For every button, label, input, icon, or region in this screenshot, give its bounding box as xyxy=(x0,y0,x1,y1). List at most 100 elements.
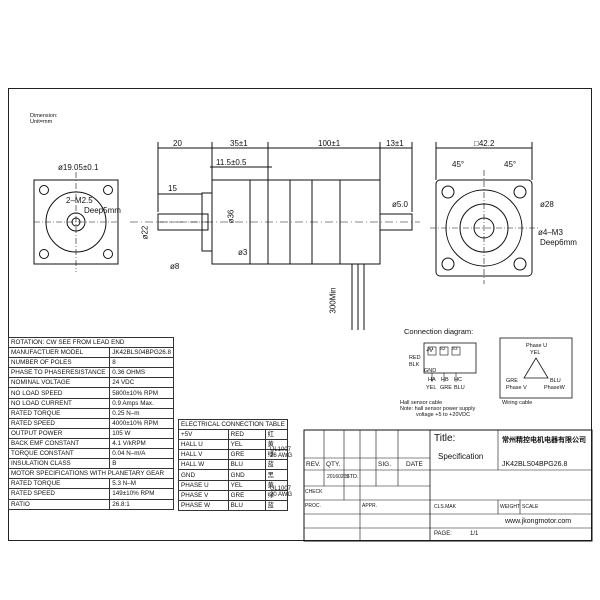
conn-blu2: BLU xyxy=(550,378,561,384)
spec-label: OUTPUT POWER xyxy=(7,427,111,439)
dim-dia5: ø5.0 xyxy=(392,200,409,209)
drawing-frame xyxy=(8,88,592,541)
dim-300min: 300Min xyxy=(328,287,338,314)
tb-date-val: 20160202 xyxy=(327,474,350,480)
dim-dia22: ø22 xyxy=(140,225,150,240)
spec-value: JK42BLS04BPG26.8 xyxy=(109,347,174,359)
conn-phase-u-col: YEL xyxy=(530,350,541,356)
conn-blk: BLK xyxy=(409,362,420,368)
elec-signal: HALL W xyxy=(178,459,229,471)
elec-color-cn: 红 xyxy=(264,429,288,441)
elec-signal: GND xyxy=(178,469,229,481)
spec-value: 4000±10% RPM xyxy=(109,417,174,429)
tb-website: www.jkongmotor.com xyxy=(505,518,572,525)
conn-red: RED xyxy=(409,355,421,361)
spec-table: ROTATION: CW SEE FROM LEAD END MANUFACTU… xyxy=(7,336,174,510)
tb-rev: REV. xyxy=(306,461,321,468)
spec-value: 5.3 N–M xyxy=(109,478,174,490)
spec-value: 8 xyxy=(109,357,174,369)
spec-label: RATED TORQUE xyxy=(7,478,111,490)
conn-s3: S3 xyxy=(452,346,458,351)
spec-value: B xyxy=(109,458,174,470)
elec-color: GRE xyxy=(227,489,266,501)
elec-signal: PHASE U xyxy=(178,479,229,491)
connection-title: Connection diagram: xyxy=(404,327,474,336)
spec-row: MOTOR SPECIFICATIONS WITH PLANETARY GEAR xyxy=(8,468,174,480)
spec-label: NO LOAD SPEED xyxy=(7,387,111,399)
conn-phase-w: PhaseW xyxy=(544,385,565,391)
elec-color: GRE xyxy=(227,449,266,461)
tb-page-label: PAGE: xyxy=(434,531,452,537)
dim-dia28: ø28 xyxy=(540,200,554,209)
elec-color: BLU xyxy=(227,459,266,471)
conn-phase-v: Phase V xyxy=(506,385,527,391)
dim-m3: ø4–M3 xyxy=(538,228,563,237)
conn-plus-v: +V xyxy=(426,348,433,354)
dimension-note: Dimension: Unit=mm xyxy=(30,113,58,125)
dim-dia8: ø8 xyxy=(170,262,180,271)
dim-dia19: ø19.05±0.1 xyxy=(58,163,99,172)
dim-dia36: ø36 xyxy=(226,209,236,224)
elec-color: RED xyxy=(227,429,266,441)
tb-sig: SIG. xyxy=(378,461,392,468)
spec-label: BACK EMF CONSTANT xyxy=(7,437,111,450)
conn-ha: HA xyxy=(428,377,436,383)
tb-check: CHECK xyxy=(305,489,323,495)
conn-s1: S1 xyxy=(428,346,434,351)
dim-15: 15 xyxy=(168,184,177,193)
spec-label: PHASE TO PHASERESISTANCE xyxy=(7,367,111,379)
spec-label: TORQUE CONSTANT xyxy=(7,448,111,460)
spec-value: 0.9 Amps Max. xyxy=(109,397,174,409)
elec-signal: HALL V xyxy=(178,449,229,461)
dim-m2-5: 2–M2.5 xyxy=(66,196,93,205)
tb-scale: SCALE xyxy=(522,504,539,510)
dim-100: 100±1 xyxy=(318,139,341,148)
conn-phase-u: Phase U xyxy=(526,343,548,349)
conn-note1: Note: hall sensor power supply xyxy=(400,406,476,412)
elec-signal: +5V xyxy=(178,429,229,441)
dim-11-5: 11.5±0.5 xyxy=(216,158,247,167)
dim-dia3: ø3 xyxy=(238,248,248,257)
elec-color-cn: 蓝 xyxy=(264,459,288,471)
dim-42: □42.2 xyxy=(474,139,495,148)
elec-signal: PHASE W xyxy=(178,499,229,511)
tb-page-val: 1/1 xyxy=(470,531,479,537)
elec-color-cn: 蓝 xyxy=(264,499,288,511)
conn-yel: YEL xyxy=(426,385,437,391)
spec-value: 26.8:1 xyxy=(109,498,174,510)
spec-label: NO LOAD CURRENT xyxy=(7,397,111,409)
spec-value: 5800±10% RPM xyxy=(109,387,174,399)
conn-gre2: GRE xyxy=(506,378,518,384)
tb-qty: QTY. xyxy=(326,461,341,468)
tb-proc: PROC. xyxy=(305,503,321,509)
spec-section-header: MOTOR SPECIFICATIONS WITH PLANETARY GEAR xyxy=(8,468,174,480)
spec-value: 4.1 V/kRPM xyxy=(109,437,174,450)
spec-value: 0.36 OHMS xyxy=(109,367,174,379)
tb-company: 常州精控电机电器有限公司 xyxy=(502,437,586,444)
dim-13: 13±1 xyxy=(386,139,404,148)
elec-signal: HALL U xyxy=(178,439,229,451)
tb-appr: APPR. xyxy=(362,503,378,509)
elec-title: ELECTRICAL CONNECTION TABLE xyxy=(178,418,288,431)
spec-label: RATED SPEED xyxy=(7,417,111,429)
dim-45b: 45° xyxy=(504,160,517,169)
conn-hb: HB xyxy=(441,377,449,383)
conn-note2: voltage +5 to +20VDC xyxy=(416,412,471,418)
elec-color: BLU xyxy=(227,499,266,511)
elec-color-cn: 黑 xyxy=(264,469,288,481)
conn-s2: S2 xyxy=(440,346,446,351)
